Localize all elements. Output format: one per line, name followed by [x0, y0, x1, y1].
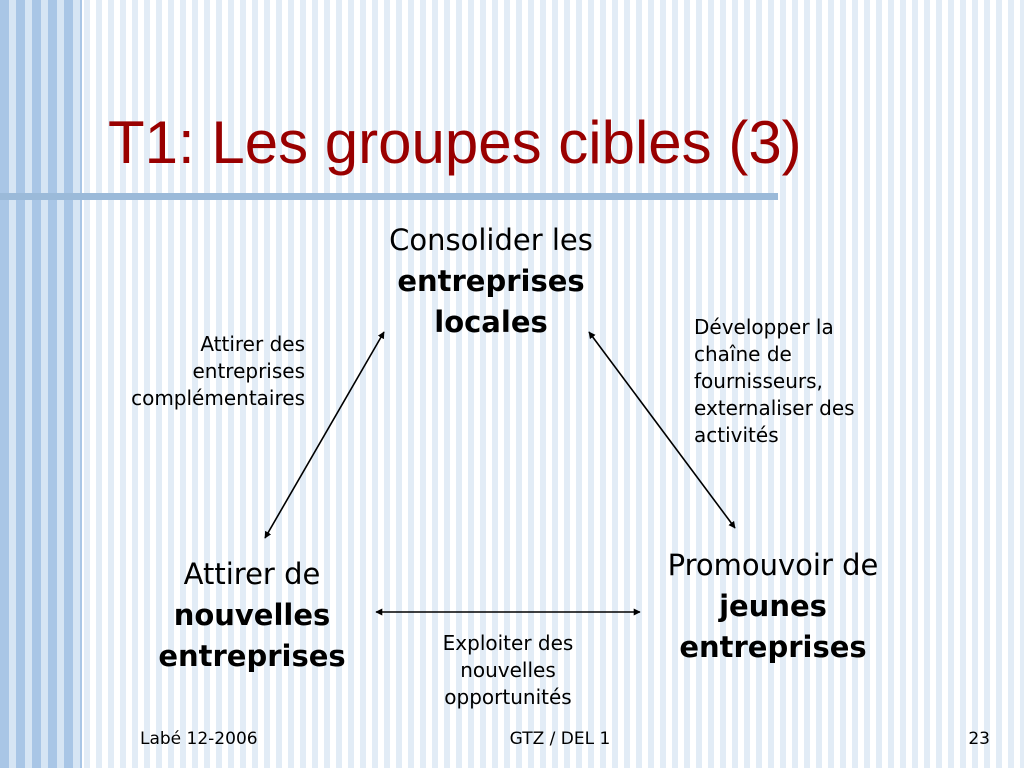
- node-promouvoir: Promouvoir de jeunes entreprises: [623, 545, 923, 668]
- left-decorative-band: [0, 0, 82, 768]
- node-promouvoir-line2: jeunes: [719, 589, 827, 623]
- node-consolider: Consolider les entreprises locales: [341, 220, 641, 343]
- edge-label-exploiter-opportunites: Exploiter des nouvelles opportunités: [398, 630, 618, 711]
- arrow-right-edge: [588, 331, 736, 529]
- node-consolider-line1: Consolider les: [389, 223, 593, 257]
- footer-left: Labé 12-2006: [140, 729, 258, 749]
- footer-page-number: 23: [968, 729, 990, 749]
- edge-label-bottom-line: opportunités: [444, 685, 572, 709]
- edge-label-bottom-line: nouvelles: [460, 658, 556, 682]
- slide-title: T1: Les groupes cibles (3): [108, 109, 802, 176]
- node-consolider-line2: entreprises: [397, 264, 585, 298]
- node-consolider-line3: locales: [434, 305, 548, 339]
- edge-label-bottom-line: Exploiter des: [442, 631, 574, 655]
- node-attirer-line3: entreprises: [158, 639, 346, 673]
- node-attirer-line2: nouvelles: [173, 598, 331, 632]
- footer-center: GTZ / DEL 1: [509, 729, 611, 749]
- title-underline: [0, 193, 778, 200]
- node-attirer-nouvelles: Attirer de nouvelles entreprises: [112, 554, 392, 677]
- node-attirer-line1: Attirer de: [183, 557, 321, 591]
- node-promouvoir-line1: Promouvoir de: [667, 548, 879, 582]
- arrow-left-edge: [264, 331, 385, 539]
- node-promouvoir-line3: entreprises: [679, 630, 867, 664]
